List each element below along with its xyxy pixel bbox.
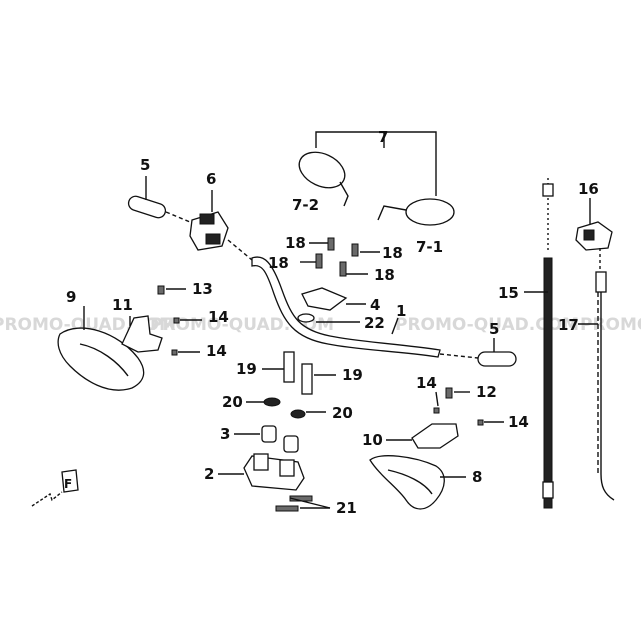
callout-label: 21 bbox=[336, 499, 357, 517]
callout-label: 5 bbox=[140, 156, 150, 174]
mirror-left-part bbox=[298, 151, 349, 207]
callout-label: 18 bbox=[374, 266, 395, 284]
callout-label: 14 bbox=[416, 374, 437, 392]
switch-housing-part bbox=[189, 211, 229, 251]
cable-17-part bbox=[595, 271, 615, 501]
callout-label: 3 bbox=[220, 425, 230, 443]
callout-label: 15 bbox=[498, 284, 519, 302]
callout-label: 17 bbox=[558, 316, 579, 334]
mirror-bracket-line bbox=[315, 131, 437, 196]
watermark-text: PROMO-QUAD.COM bbox=[580, 315, 641, 335]
right-grip-part bbox=[439, 351, 517, 367]
bolt-group-18 bbox=[297, 237, 359, 323]
callout-label: 8 bbox=[472, 468, 482, 486]
callout-label: 6 bbox=[206, 170, 216, 188]
bracket-left-part bbox=[121, 285, 180, 356]
callout-label: 5 bbox=[489, 320, 499, 338]
callout-label: 13 bbox=[192, 280, 213, 298]
callout-label: 14 bbox=[508, 413, 529, 431]
callout-label: 10 bbox=[362, 431, 383, 449]
callout-label: 14 bbox=[206, 342, 227, 360]
callout-label: 18 bbox=[268, 254, 289, 272]
callout-label: 11 bbox=[112, 296, 133, 314]
callout-label: 20 bbox=[332, 404, 353, 422]
bolts-21-part bbox=[275, 495, 313, 512]
leader-lines bbox=[83, 176, 598, 509]
callout-label: 18 bbox=[382, 244, 403, 262]
callout-label: 9 bbox=[66, 288, 76, 306]
throttle-housing-part bbox=[575, 221, 613, 272]
front-direction-marker: F bbox=[31, 469, 79, 507]
mirror-right-part bbox=[377, 198, 455, 226]
callout-label: 4 bbox=[370, 296, 380, 314]
callout-label: 2 bbox=[204, 465, 214, 483]
cable-15-part bbox=[542, 178, 554, 509]
bracket-right-part bbox=[411, 387, 484, 449]
riser-assembly-part bbox=[243, 351, 313, 491]
callout-label: 18 bbox=[285, 234, 306, 252]
callout-label: 20 bbox=[222, 393, 243, 411]
callout-label: 1 bbox=[396, 302, 406, 320]
callout-label: 7-1 bbox=[416, 238, 443, 256]
callout-label: 12 bbox=[476, 383, 497, 401]
callout-label: 22 bbox=[364, 314, 385, 332]
callout-label: 7 bbox=[378, 128, 388, 146]
callout-label: 14 bbox=[208, 308, 229, 326]
handguard-right-part bbox=[369, 455, 445, 510]
callout-labels: 5 6 7 7-2 7-1 16 18 18 18 18 13 9 11 14 … bbox=[66, 128, 599, 517]
callout-label: 19 bbox=[236, 360, 257, 378]
handlebar-part bbox=[227, 239, 441, 358]
callout-label: 16 bbox=[578, 180, 599, 198]
front-marker-label: F bbox=[64, 477, 72, 491]
callout-label: 7-2 bbox=[292, 196, 319, 214]
watermark-text: PROMO-QUAD.COM bbox=[395, 315, 579, 335]
callout-label: 19 bbox=[342, 366, 363, 384]
left-grip-part bbox=[127, 195, 191, 223]
